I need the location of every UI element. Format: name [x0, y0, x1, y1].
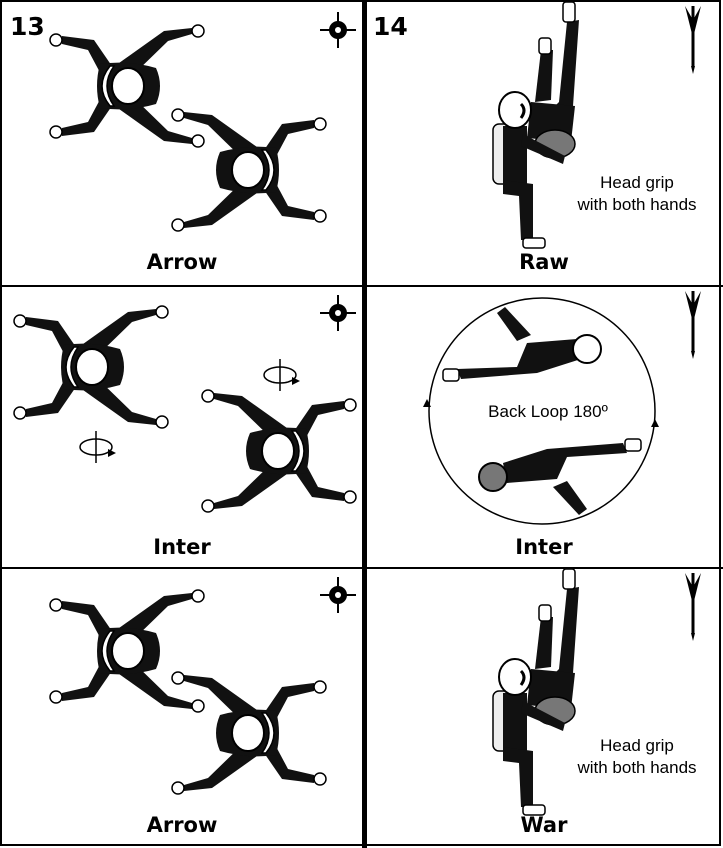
panel-14-inter: Back Loop 180º Inter — [367, 287, 721, 567]
loop-arrow-left — [423, 399, 431, 407]
loop-circle — [428, 297, 656, 525]
formation-caption: Inter — [153, 535, 211, 559]
column-divider — [362, 0, 367, 848]
formation-caption: Raw — [519, 250, 569, 274]
formation-caption: Arrow — [146, 250, 218, 274]
formation-caption: War — [520, 813, 568, 837]
row-divider — [0, 567, 723, 569]
lying-flyer — [478, 438, 642, 515]
instruction-note: Head grip with both hands — [577, 736, 697, 777]
panel-14-raw: 14 Head grip with both hands Raw — [367, 2, 721, 285]
panel-13-inter: Inter — [2, 287, 362, 567]
formation-caption: Arrow — [146, 813, 218, 837]
maneuver-note: Back Loop 180º — [488, 402, 608, 421]
formation-caption: Inter — [515, 535, 573, 559]
loop-arrow-right — [651, 419, 659, 427]
panel-14-war: Head grip with both hands War — [367, 569, 721, 846]
row-divider — [0, 285, 723, 287]
formation-diagram — [423, 289, 703, 525]
lying-flyer — [442, 307, 602, 382]
instruction-note: Head grip with both hands — [577, 173, 697, 214]
sequence-number: 14 — [373, 12, 408, 41]
panel-13-arrow-1: 13 Arrow — [2, 2, 362, 285]
sequence-number: 13 — [10, 12, 45, 41]
panel-13-arrow-2: Arrow — [2, 569, 362, 846]
